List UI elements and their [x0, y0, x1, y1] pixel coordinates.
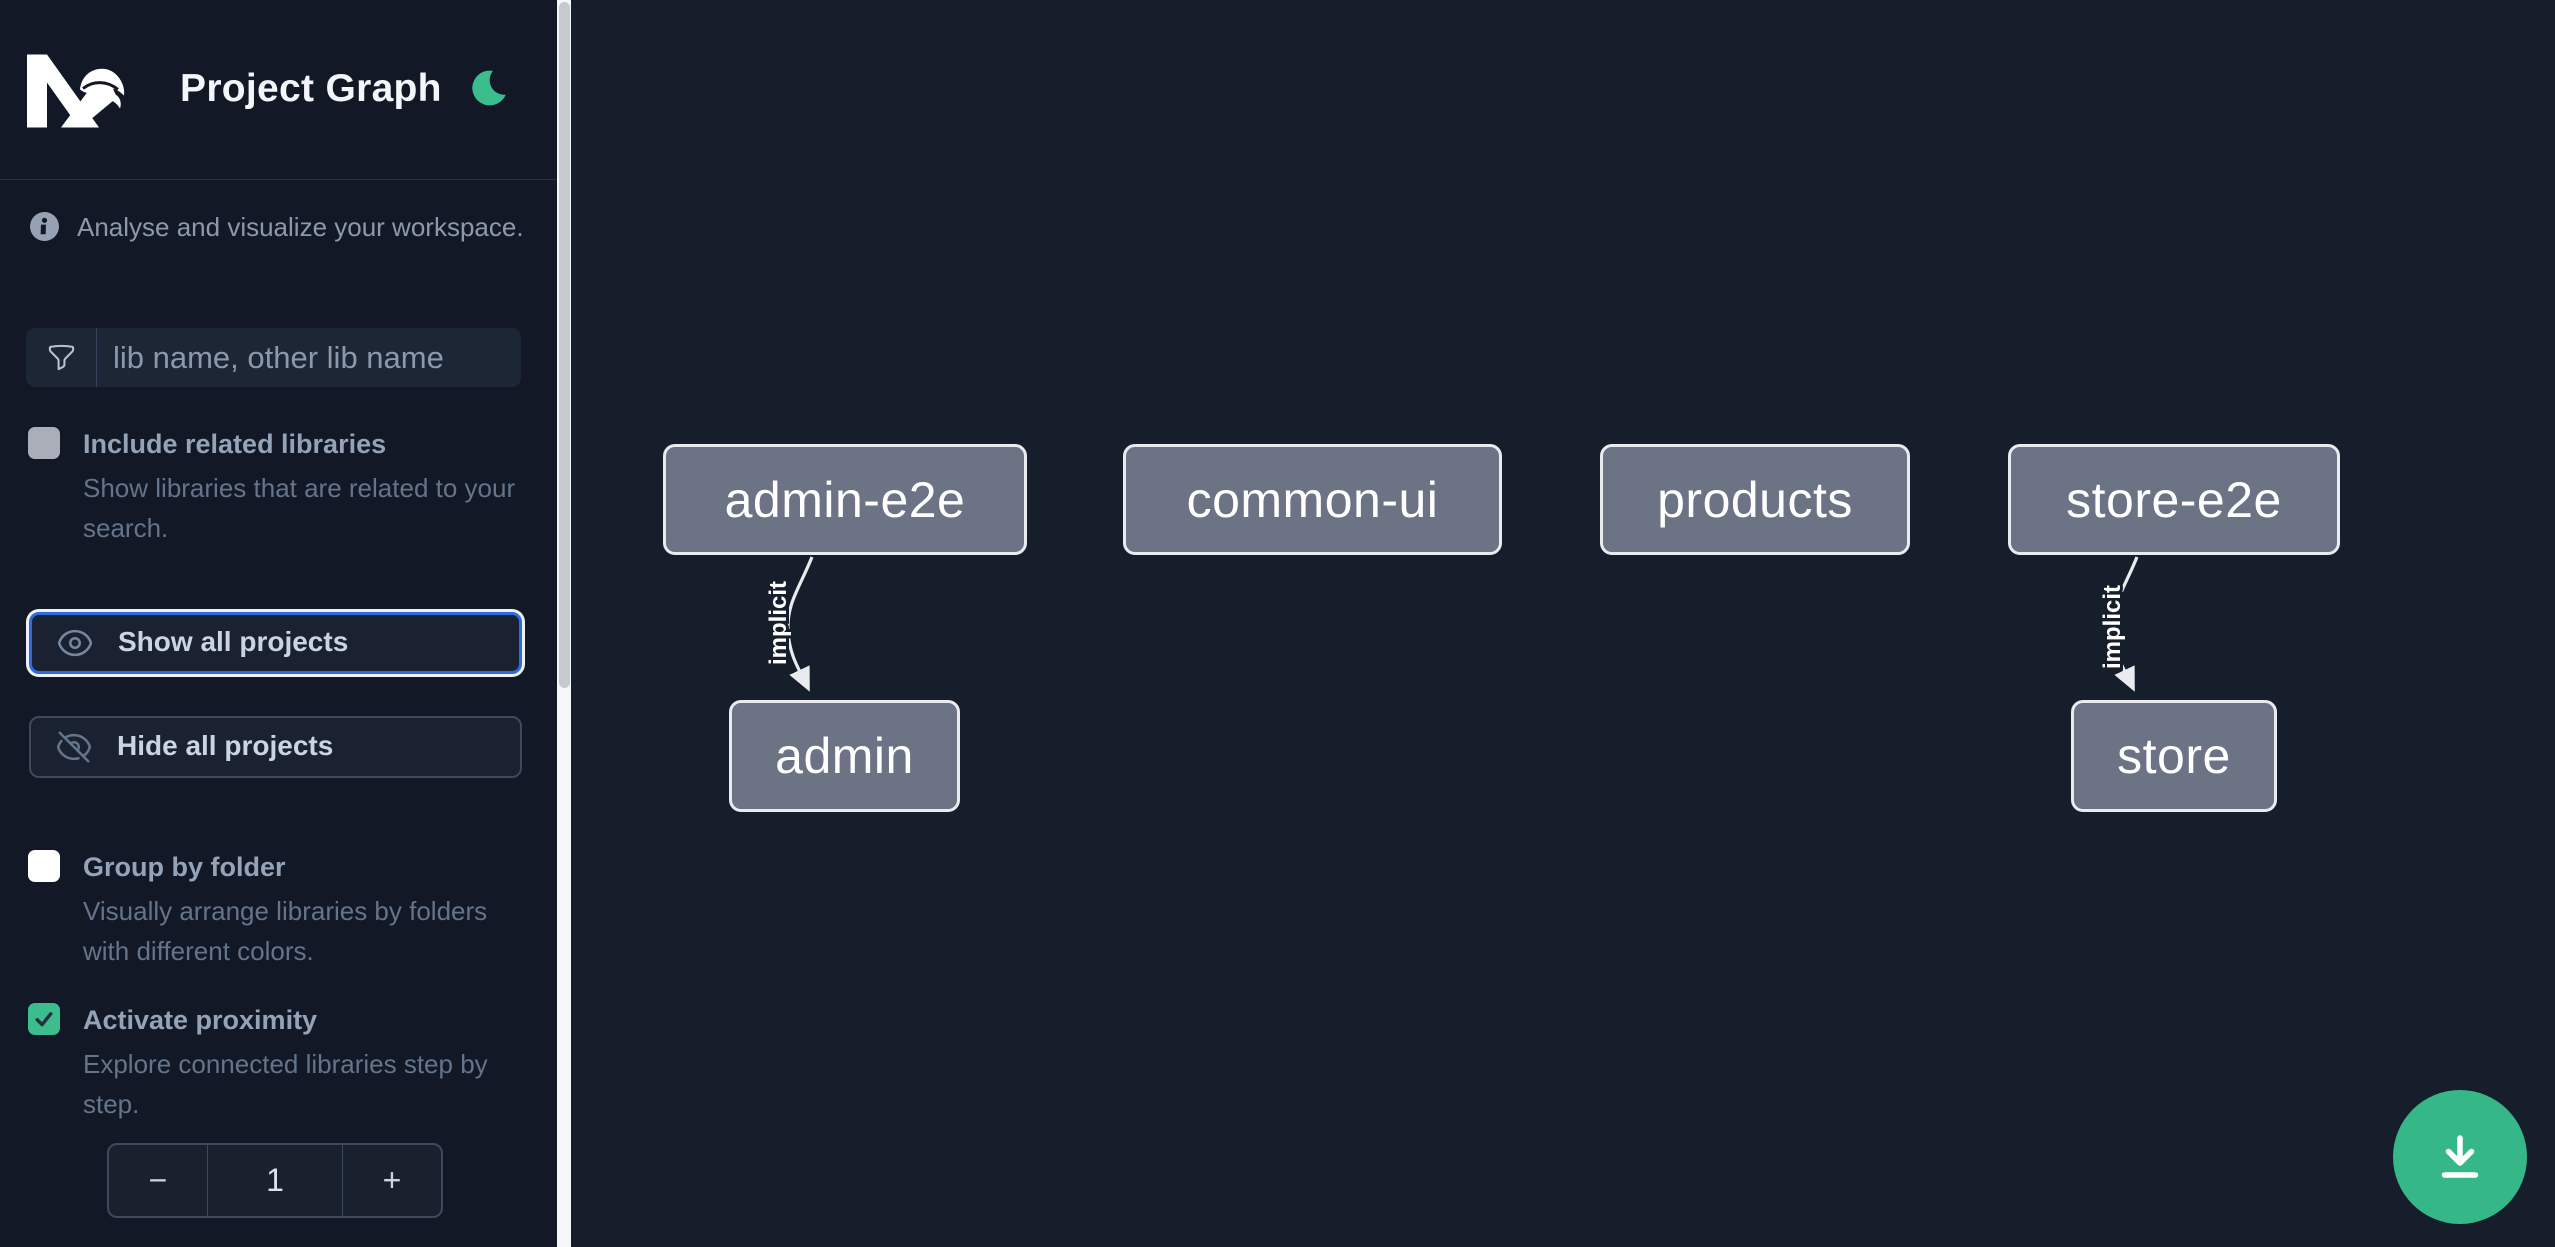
proximity-value: 1: [207, 1145, 343, 1216]
activate-proximity-label[interactable]: Activate proximity: [83, 1005, 318, 1035]
group-by-folder-description: Visually arrange libraries by folders wi…: [83, 896, 488, 966]
graph-node-admin-e2e[interactable]: admin-e2e: [663, 444, 1027, 555]
edge-label-implicit: implicit: [765, 581, 792, 665]
show-all-projects-button[interactable]: Show all projects: [29, 612, 522, 674]
include-related-description: Show libraries that are related to your …: [83, 473, 516, 543]
edge-admin-e2e-admin: [786, 556, 814, 692]
group-by-folder-label[interactable]: Group by folder: [83, 852, 286, 882]
filter-input[interactable]: [96, 328, 521, 387]
proximity-stepper: − 1 +: [107, 1143, 443, 1218]
include-related-checkbox[interactable]: [28, 427, 60, 459]
tagline-row: Analyse and visualize your workspace.: [30, 210, 540, 246]
tagline-text: Analyse and visualize your workspace.: [77, 212, 524, 242]
hide-all-projects-label: Hide all projects: [117, 730, 334, 761]
proximity-increment-button[interactable]: +: [343, 1145, 441, 1216]
graph-node-store[interactable]: store: [2071, 700, 2277, 812]
checkmark-icon: [35, 1012, 53, 1027]
graph-node-products[interactable]: products: [1600, 444, 1910, 555]
proximity-decrement-button[interactable]: −: [109, 1145, 207, 1216]
theme-toggle-button[interactable]: [462, 62, 512, 112]
activate-proximity-description: Explore connected libraries step by step…: [83, 1049, 488, 1119]
download-image-button[interactable]: [2393, 1090, 2527, 1224]
edge-store-e2e-store: [2111, 556, 2139, 692]
group-by-folder-checkbox[interactable]: [28, 850, 60, 882]
show-all-projects-label: Show all projects: [118, 626, 349, 657]
filter-box: [26, 328, 521, 387]
download-icon: [2441, 1135, 2479, 1178]
graph-node-common-ui[interactable]: common-ui: [1123, 444, 1502, 555]
edge-label-implicit: implicit: [2099, 585, 2126, 669]
sidebar-scrollbar-thumb[interactable]: [558, 2, 570, 688]
filter-icon: [48, 344, 74, 371]
moon-icon: [472, 70, 506, 105]
eye-icon: [57, 629, 93, 657]
graph-node-store-e2e[interactable]: store-e2e: [2008, 444, 2340, 555]
graph-node-admin[interactable]: admin: [729, 700, 960, 812]
sidebar-header: Project Graph: [0, 0, 557, 180]
include-related-label[interactable]: Include related libraries: [83, 429, 387, 459]
sidebar-scrollbar: [557, 0, 571, 1247]
activate-proximity-checkbox[interactable]: [28, 1003, 60, 1035]
info-icon: [30, 212, 59, 241]
nx-logo-icon: [27, 54, 125, 128]
filter-icon-cell: [26, 328, 96, 387]
sidebar: Project Graph Analyse and visualize your…: [0, 0, 557, 1247]
eye-off-icon: [56, 731, 92, 763]
page-title: Project Graph: [180, 67, 442, 110]
hide-all-projects-button[interactable]: Hide all projects: [29, 716, 522, 778]
